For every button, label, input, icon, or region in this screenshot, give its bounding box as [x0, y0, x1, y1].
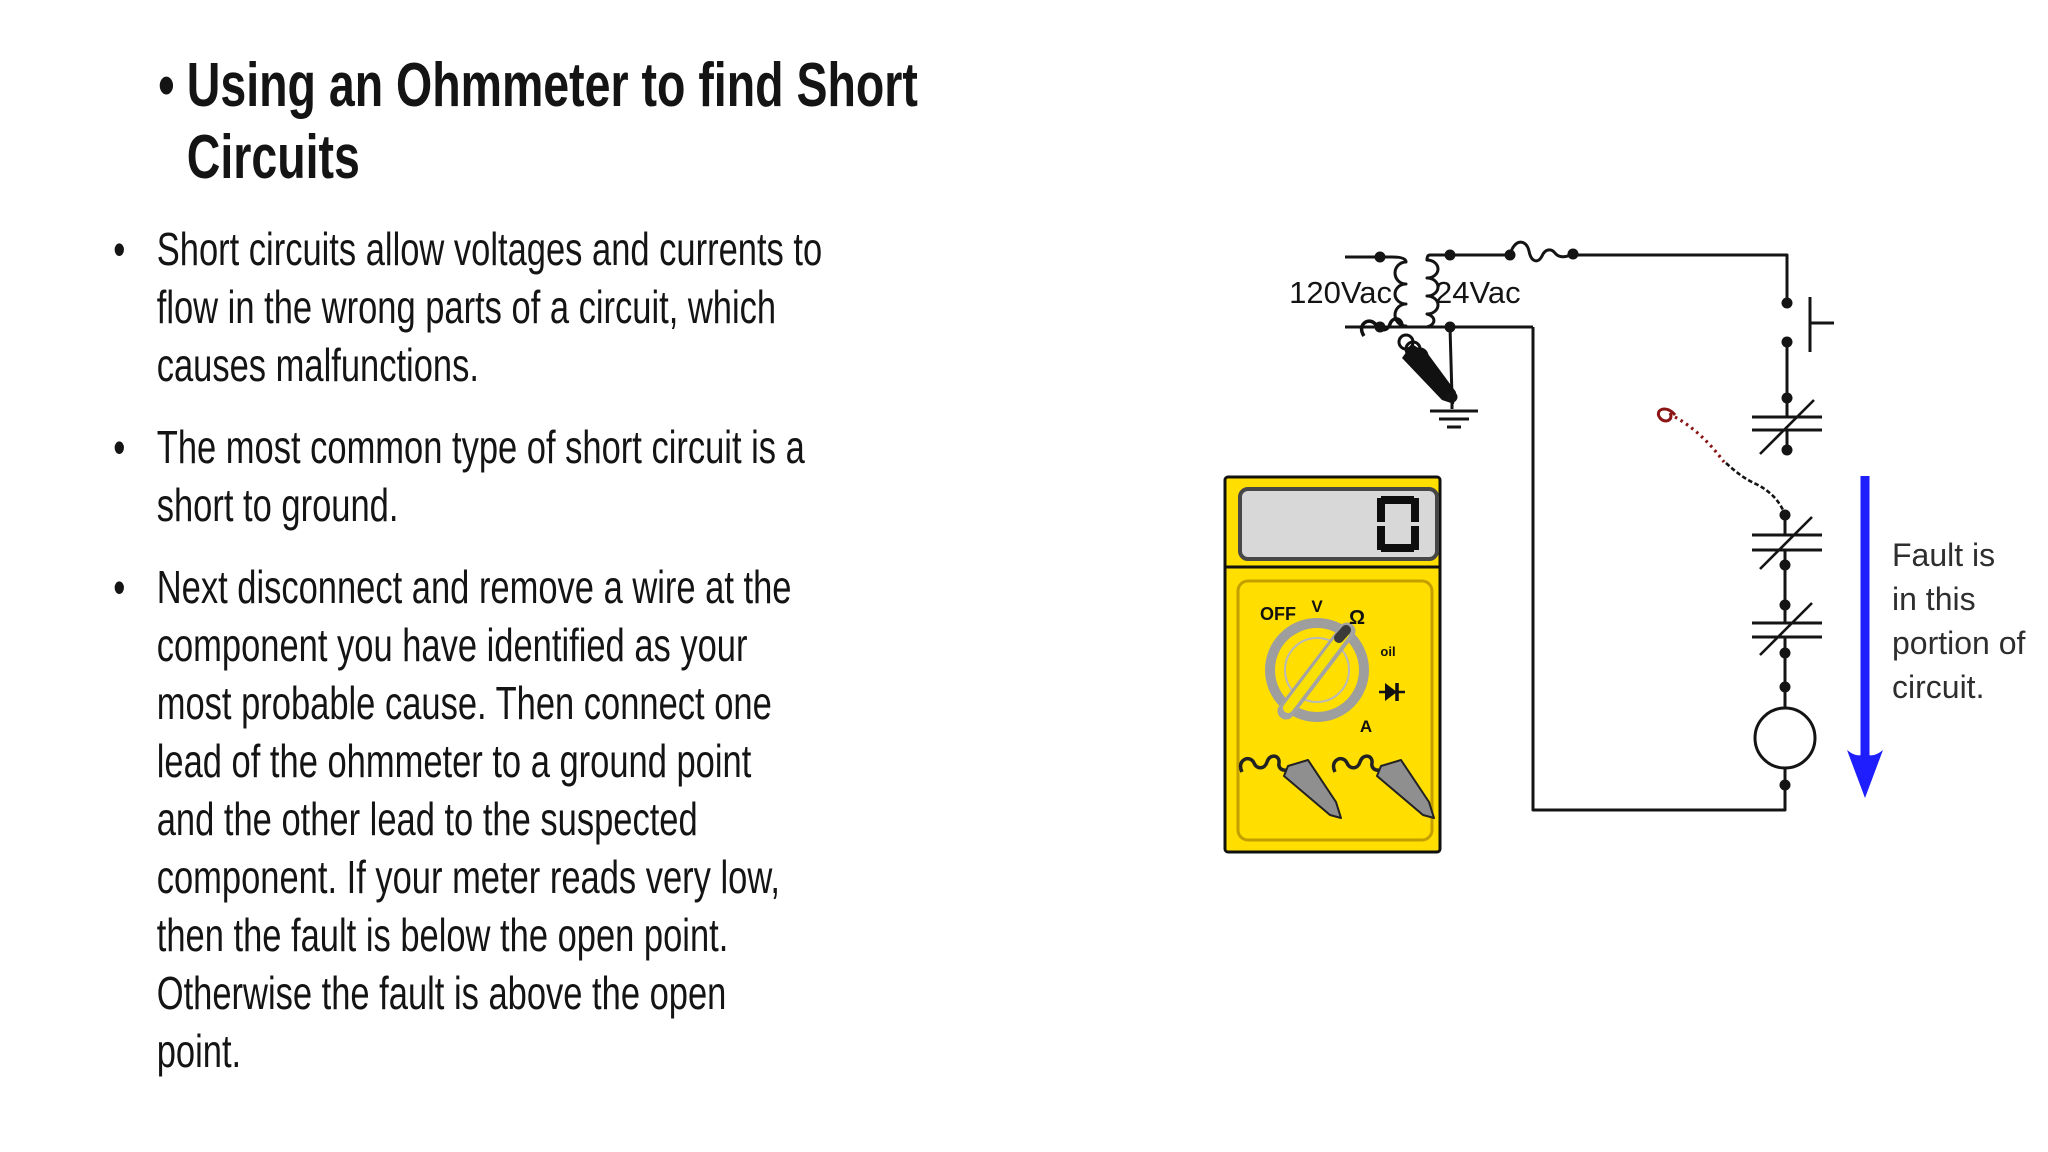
bullet-item-common-type: • The most common type of short circuit …	[0, 418, 1050, 534]
disconnected-wire	[1657, 407, 1787, 516]
primary-voltage-label: 120Vac	[1289, 275, 1392, 310]
thermostat-contact-symbol	[1808, 297, 1834, 352]
fault-caption-line: circuit.	[1892, 669, 1984, 705]
bullet-item-procedure: • Next disconnect and remove a wire at t…	[0, 558, 1050, 1080]
junction-dots	[1374, 248, 1793, 791]
dial-label-volts: V	[1311, 597, 1323, 616]
dial-label-ohms: Ω	[1349, 607, 1365, 629]
rotary-dial	[1265, 618, 1369, 722]
fault-caption-line: portion of	[1892, 625, 2026, 661]
dial-label-off: OFF	[1260, 604, 1296, 624]
fault-caption: Fault is in this portion of circuit.	[1892, 537, 2026, 705]
pressure-switch-symbol	[1752, 516, 1822, 570]
multimeter: 0 OFF V Ω oil A	[1223, 475, 1442, 854]
ground-branch	[1359, 317, 1478, 429]
circuit-diagram: 120Vac 24Vac	[1223, 240, 2026, 854]
bullet-marker: •	[158, 51, 175, 120]
bullet-list: • Using an Ohmmeter to find Short Circui…	[0, 50, 1050, 1104]
fuse-symbol	[1508, 240, 1571, 263]
fault-caption-line: in this	[1892, 581, 1976, 617]
bullet-item-short-circuits: • Short circuits allow voltages and curr…	[0, 220, 1050, 394]
diode-symbol-icon	[1379, 683, 1405, 701]
pressure-switch-symbol	[1752, 602, 1822, 656]
transformer-symbol: 120Vac 24Vac	[1289, 253, 1533, 329]
fault-direction-arrow	[1847, 476, 1883, 798]
secondary-top-wire	[1430, 240, 1789, 303]
meter-lcd-display	[1238, 487, 1439, 561]
ground-symbol	[1430, 409, 1478, 429]
bullet-text: Short circuits allow voltages and curren…	[156, 223, 823, 391]
fault-caption-line: Fault is	[1892, 537, 1995, 573]
bullet-marker: •	[113, 223, 126, 275]
title-bullet-item: • Using an Ohmmeter to find Short Circui…	[0, 50, 1050, 194]
load-symbol	[1753, 706, 1817, 770]
dial-label-oil: oil	[1380, 644, 1395, 659]
bullet-marker: •	[113, 561, 126, 613]
right-circuit-branch	[1531, 297, 1834, 812]
test-probe-at-ground	[1359, 317, 1456, 404]
slide-title: Using an Ohmmeter to find Short Circuits	[186, 51, 918, 192]
seven-segment-digit-zero: 0	[1377, 496, 1419, 552]
bullet-text: The most common type of short circuit is…	[156, 421, 805, 531]
dial-label-amps: A	[1360, 717, 1372, 736]
bullet-marker: •	[113, 421, 126, 473]
pressure-switch-symbol	[1752, 399, 1822, 455]
bullet-text: Next disconnect and remove a wire at the…	[156, 561, 792, 1077]
secondary-voltage-label: 24Vac	[1435, 275, 1521, 310]
